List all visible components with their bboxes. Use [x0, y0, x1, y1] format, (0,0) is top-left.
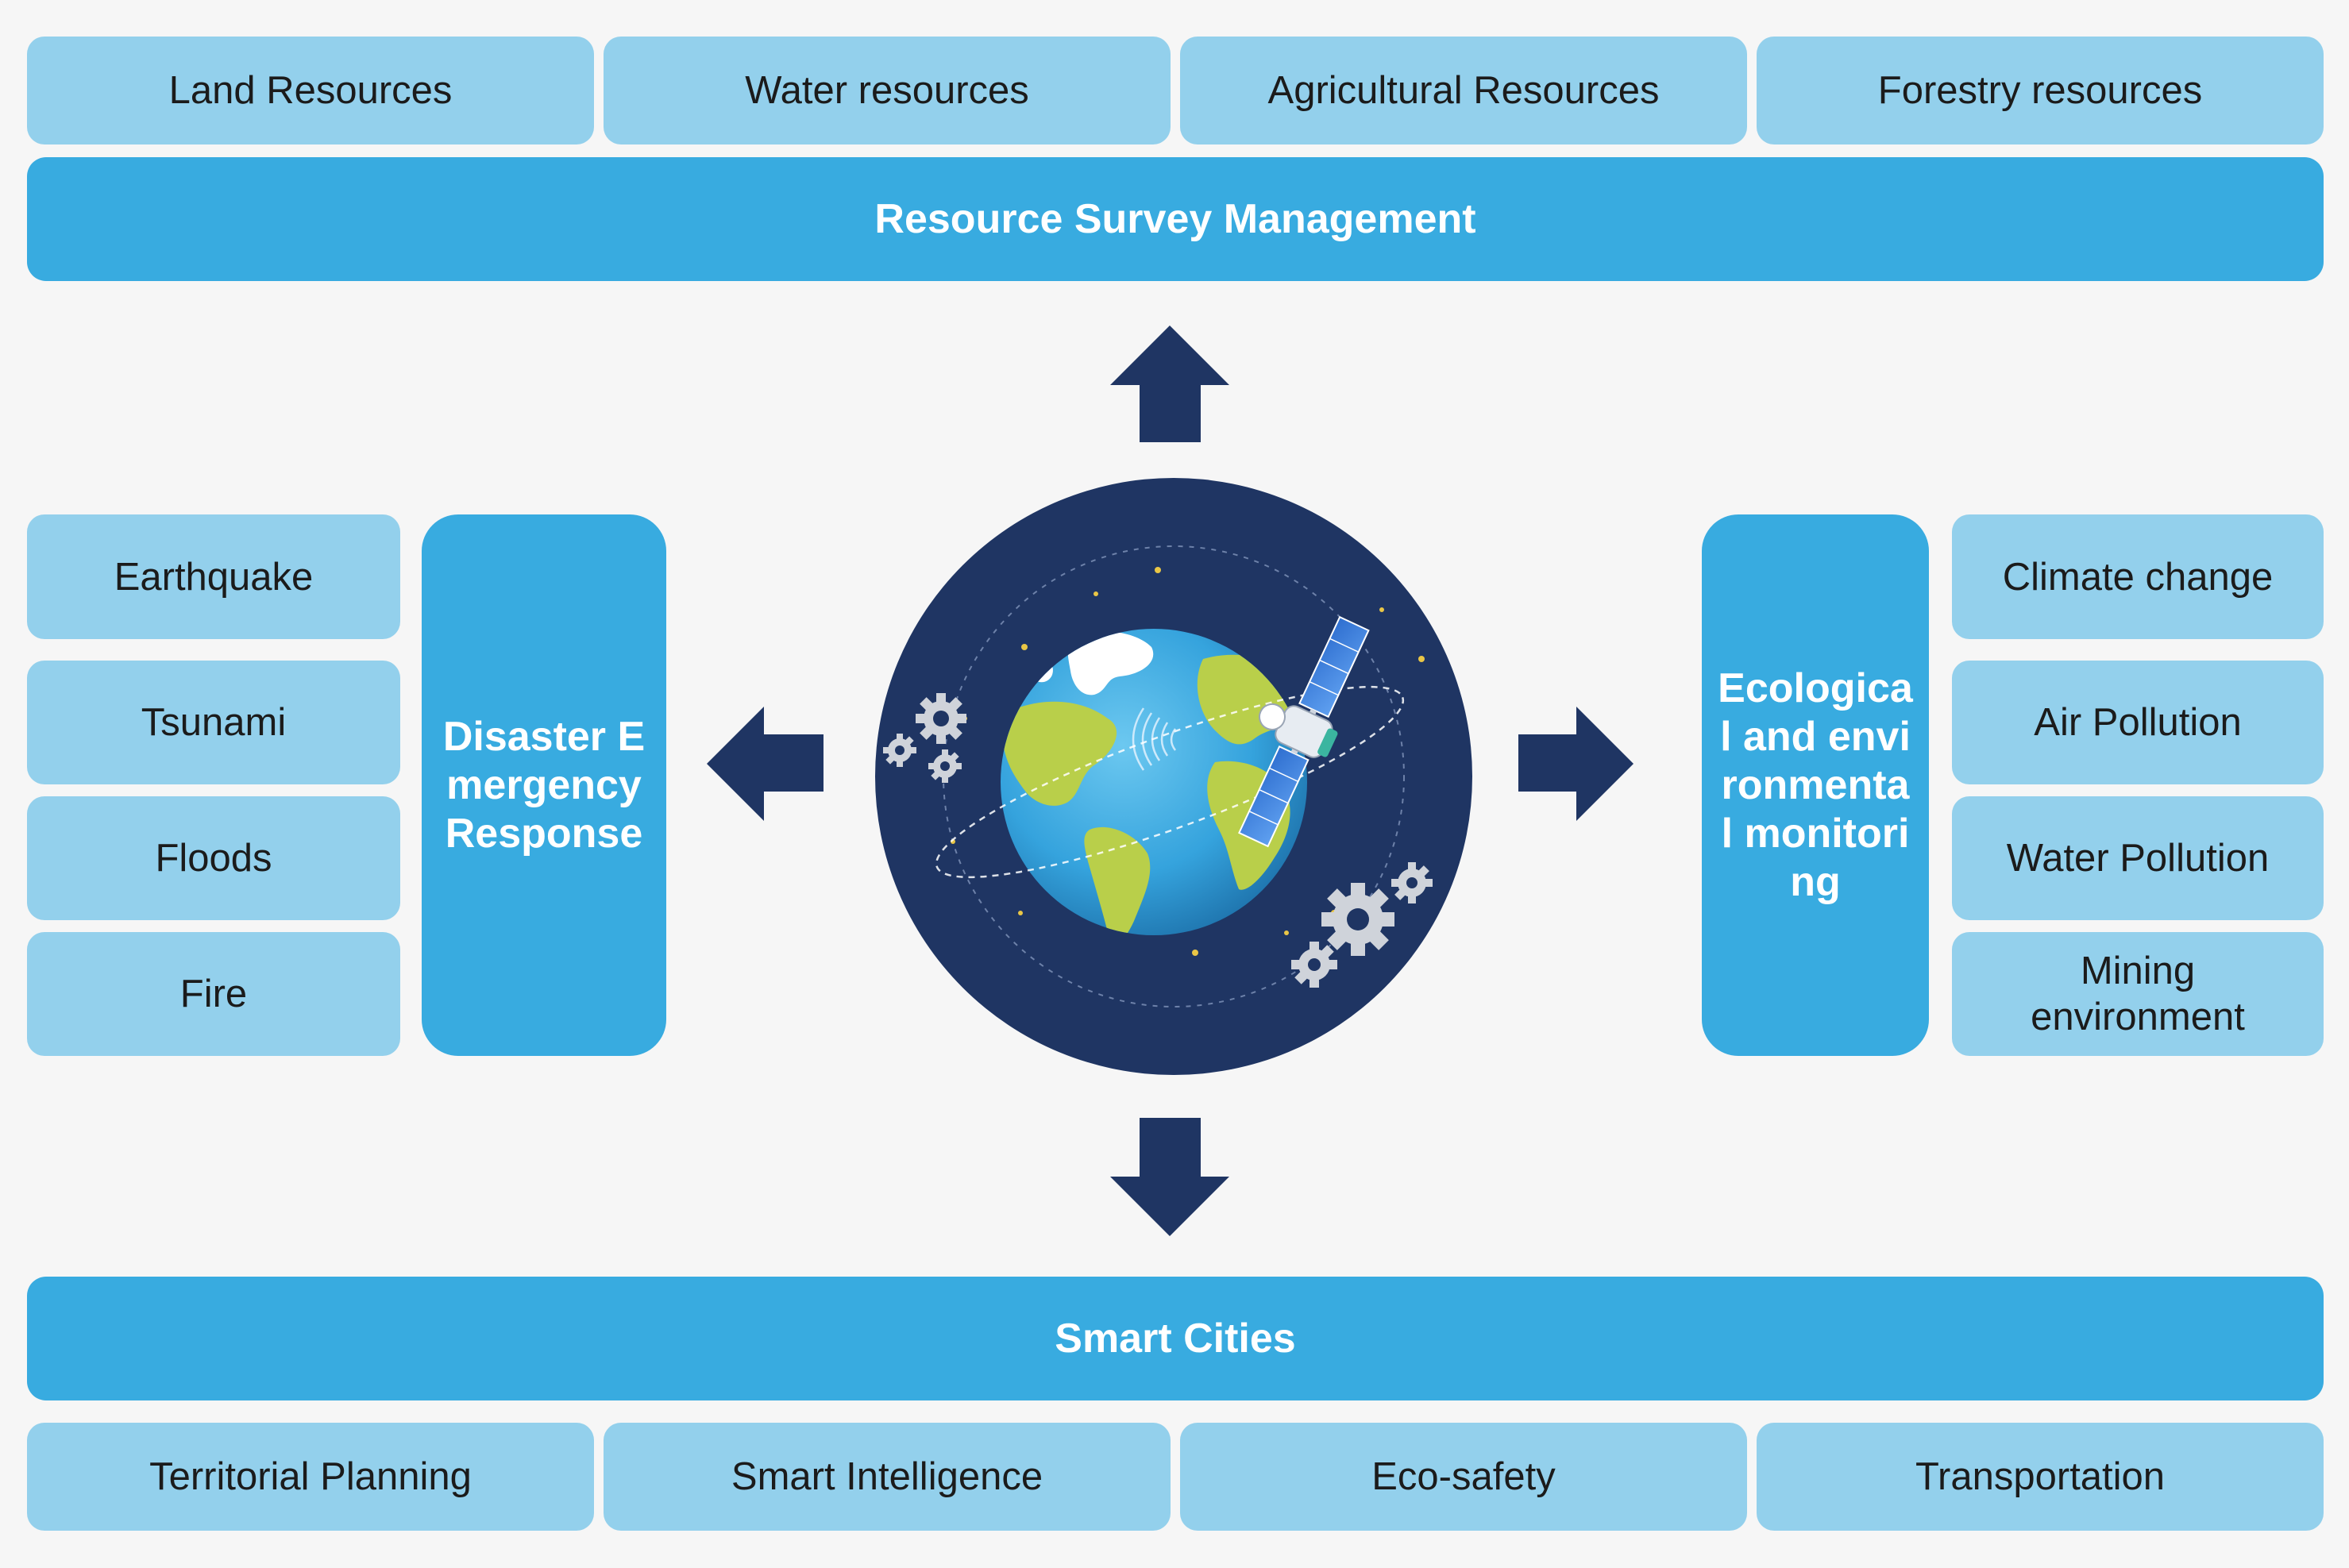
- arrow-down-icon: [1110, 1118, 1229, 1236]
- land-resources-box: Land Resources: [27, 37, 594, 144]
- disaster-response-category: Disaster Emergency Response: [422, 514, 666, 1056]
- smart-intelligence-label: Smart Intelligence: [731, 1455, 1043, 1498]
- water-pollution-box: Water Pollution: [1952, 796, 2324, 920]
- orbit-ring: [935, 685, 1405, 879]
- tsunami-box: Tsunami: [27, 661, 400, 784]
- floods-label: Floods: [155, 837, 272, 880]
- climate-change-box: Climate change: [1952, 514, 2324, 639]
- earthquake-label: Earthquake: [114, 555, 314, 599]
- fire-box: Fire: [27, 932, 400, 1056]
- fire-label: Fire: [179, 973, 248, 1015]
- smart-cities-banner: Smart Cities: [27, 1277, 2324, 1400]
- agricultural-resources-label: Agricultural Resources: [1267, 69, 1660, 112]
- land-resources-label: Land Resources: [168, 69, 453, 112]
- arrow-right-icon: [1518, 707, 1634, 821]
- satellite-icon: [1238, 615, 1370, 848]
- climate-change-label: Climate change: [2002, 555, 2274, 599]
- gear-icon: [883, 693, 1433, 988]
- disaster-response-label: Disaster Emergency Response: [442, 713, 646, 857]
- eco-safety-box: Eco-safety: [1180, 1423, 1747, 1531]
- ecological-monitoring-category: Ecological and environmental monitoring: [1702, 514, 1929, 1056]
- agricultural-resources-box: Agricultural Resources: [1180, 37, 1747, 144]
- territorial-planning-label: Territorial Planning: [149, 1455, 472, 1498]
- floods-box: Floods: [27, 796, 400, 920]
- air-pollution-box: Air Pollution: [1952, 661, 2324, 784]
- territorial-planning-box: Territorial Planning: [27, 1423, 594, 1531]
- resource-survey-title: Resource Survey Management: [874, 196, 1476, 242]
- eco-safety-label: Eco-safety: [1371, 1455, 1556, 1498]
- transportation-label: Transportation: [1915, 1455, 2166, 1498]
- smart-cities-title: Smart Cities: [1055, 1316, 1296, 1362]
- transportation-box: Transportation: [1757, 1423, 2324, 1531]
- arrow-up-icon: [1110, 326, 1229, 442]
- forestry-resources-label: Forestry resources: [1877, 69, 2203, 112]
- water-resources-label: Water resources: [745, 69, 1029, 112]
- arrow-left-icon: [707, 707, 824, 821]
- mining-environment-box: Mining environment: [1952, 932, 2324, 1056]
- ecological-monitoring-label: Ecological and environmental monitoring: [1718, 665, 1913, 905]
- mining-environment-label: Mining environment: [2031, 950, 2245, 1038]
- water-pollution-label: Water Pollution: [2006, 837, 2270, 880]
- air-pollution-label: Air Pollution: [2034, 701, 2242, 744]
- water-resources-box: Water resources: [604, 37, 1171, 144]
- forestry-resources-box: Forestry resources: [1757, 37, 2324, 144]
- resource-survey-banner: Resource Survey Management: [27, 157, 2324, 281]
- tsunami-label: Tsunami: [141, 701, 287, 744]
- smart-intelligence-box: Smart Intelligence: [604, 1423, 1171, 1531]
- earthquake-box: Earthquake: [27, 514, 400, 639]
